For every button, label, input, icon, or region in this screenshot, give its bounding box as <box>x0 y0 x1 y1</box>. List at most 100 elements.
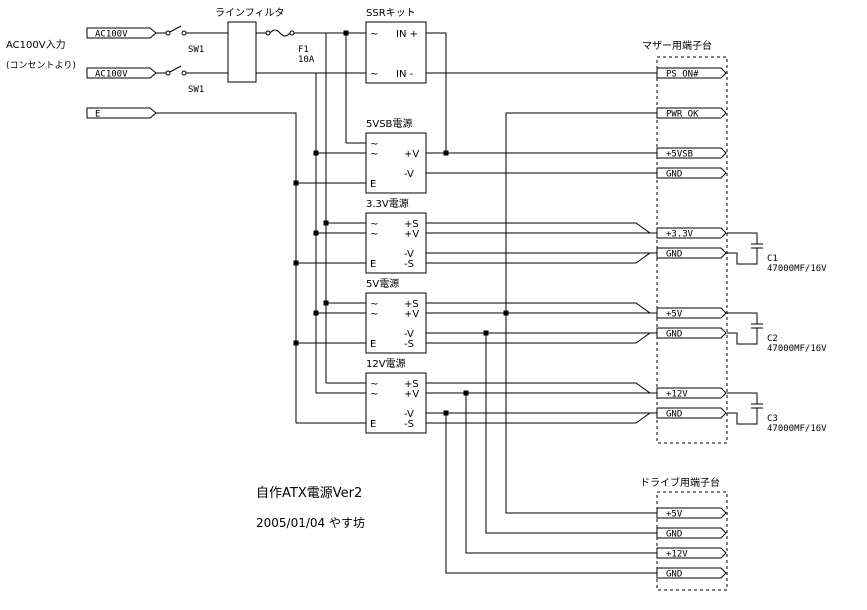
module-5v: 5V電源 ~ ~ +S +V -V -S E <box>365 277 427 354</box>
module-12v-label: 12V電源 <box>366 357 406 370</box>
drive-terminal-label: GND <box>666 570 682 580</box>
diagram-title: 自作ATX電源Ver2 <box>256 486 362 501</box>
drive-terminal <box>656 507 727 519</box>
drive-terminal <box>656 527 727 539</box>
drive-terminals: +5V GND +12V GND <box>656 507 727 580</box>
module-12v: 12V電源 ~ ~ +S +V -V -S E <box>365 357 427 434</box>
pin: ~ <box>370 139 378 150</box>
earth-flag-label: E <box>95 110 100 120</box>
mother-terminal-label: GND <box>666 250 682 260</box>
module-3v3-label: 3.3V電源 <box>366 197 409 210</box>
pin: -S <box>404 339 414 350</box>
pin: E <box>370 259 376 270</box>
fuse-name: F1 <box>298 45 309 55</box>
pin: E <box>370 419 376 430</box>
diagram-credit: 2005/01/04 やす坊 <box>256 515 365 530</box>
capacitor-c1: C1 47000MF/16V <box>727 232 827 274</box>
ssr-box <box>365 21 427 84</box>
pin: ~ <box>370 379 378 390</box>
mother-terminal <box>656 247 727 259</box>
capacitor-c2-name: C2 <box>767 334 778 344</box>
pin: -S <box>404 259 414 270</box>
ssr-in-minus: IN - <box>396 69 414 80</box>
ac100v-flag-2-label: AC100V <box>95 70 128 80</box>
pin: +V <box>404 309 419 320</box>
pin: -V <box>404 409 414 420</box>
sw1-label-a: SW1 <box>188 45 204 55</box>
mother-terminal-label: GND <box>666 170 682 180</box>
sw1-label-b: SW1 <box>188 85 204 95</box>
capacitor-c1-value: 47000MF/16V <box>767 264 827 274</box>
module-5v-label: 5V電源 <box>366 277 399 290</box>
drive-terminal <box>656 547 727 559</box>
mother-terminal <box>656 407 727 419</box>
ac-input-sub: (コンセントより) <box>6 60 76 71</box>
pin: E <box>370 339 376 350</box>
mother-terminal-label: マザー用端子台 <box>642 39 712 52</box>
mother-terminal <box>656 387 727 399</box>
earth-flag <box>86 107 157 119</box>
line-filter-label: ラインフィルタ <box>215 7 285 19</box>
mother-terminal <box>656 147 727 159</box>
ssr-label: SSRキット <box>366 8 416 19</box>
ac-input-label: AC100V入力 <box>6 38 66 51</box>
mother-terminal-label: +5VSB <box>666 150 693 160</box>
mother-terminal <box>656 227 727 239</box>
pin: -V <box>404 169 414 180</box>
capacitor-c2-value: 47000MF/16V <box>767 344 827 354</box>
capacitor-c3-name: C3 <box>767 414 778 424</box>
pin: ~ <box>370 299 378 310</box>
capacitor-c2: C2 47000MF/16V <box>727 312 827 354</box>
pin: ~ <box>370 229 378 240</box>
pin: ~ <box>370 389 378 400</box>
fuse-f1 <box>256 29 366 37</box>
mother-terminal-label: +12V <box>666 390 688 400</box>
junctions <box>293 30 509 416</box>
drive-terminal-label: +5V <box>666 510 683 520</box>
earth-bus <box>156 112 297 423</box>
ac100v-flag-2 <box>86 67 157 79</box>
mother-terminals: PS_ON# PWR_OK +5VSB GND +3.3V GND +5V GND +12V GN… <box>656 67 727 420</box>
module-3v3: 3.3V電源 ~ ~ +S +V -V -S E <box>365 197 427 274</box>
mother-terminal-label: +5V <box>666 310 683 320</box>
pin: +V <box>404 229 419 240</box>
pin: ~ <box>370 149 378 160</box>
pin: +S <box>404 379 419 390</box>
mother-terminal-label: GND <box>666 410 682 420</box>
pin: -V <box>404 329 414 340</box>
capacitor-c1-name: C1 <box>767 254 778 264</box>
pin: +V <box>404 149 419 160</box>
pin: ~ <box>370 219 378 230</box>
line-filter-box <box>227 21 257 83</box>
mother-terminal <box>656 327 727 339</box>
ssr-tilde-2: ~ <box>370 69 378 80</box>
mother-terminal-label: PS_ON# <box>666 70 699 80</box>
pin: +V <box>404 389 419 400</box>
mother-terminal <box>656 67 727 79</box>
mother-terminal <box>656 107 727 119</box>
capacitor-c3-value: 47000MF/16V <box>767 424 827 434</box>
drive-terminal-label: ドライブ用端子台 <box>640 476 720 489</box>
pin: +S <box>404 219 419 230</box>
ac100v-flag-1 <box>86 27 157 39</box>
module-5vsb: 5VSB電源 ~ ~ +V -V E <box>365 117 427 194</box>
pin: ~ <box>370 309 378 320</box>
switch-sw1 <box>156 25 228 76</box>
capacitor-c3: C3 47000MF/16V <box>727 392 827 434</box>
mother-terminal-label: PWR_OK <box>666 110 699 120</box>
pin: -S <box>404 419 414 430</box>
mother-terminal <box>656 167 727 179</box>
drive-terminal <box>656 567 727 579</box>
fuse-rating: 10A <box>298 55 315 65</box>
pin: -V <box>404 249 414 260</box>
mother-terminal-label: GND <box>666 330 682 340</box>
mother-terminal <box>656 307 727 319</box>
drive-terminal-label: GND <box>666 530 682 540</box>
ssr-tilde-1: ~ <box>370 29 378 40</box>
drive-terminal-label: +12V <box>666 550 688 560</box>
ssr-in-plus: IN + <box>396 29 418 40</box>
pin: E <box>370 179 376 190</box>
ac100v-flag-1-label: AC100V <box>95 30 128 40</box>
mother-terminal-label: +3.3V <box>666 230 694 240</box>
